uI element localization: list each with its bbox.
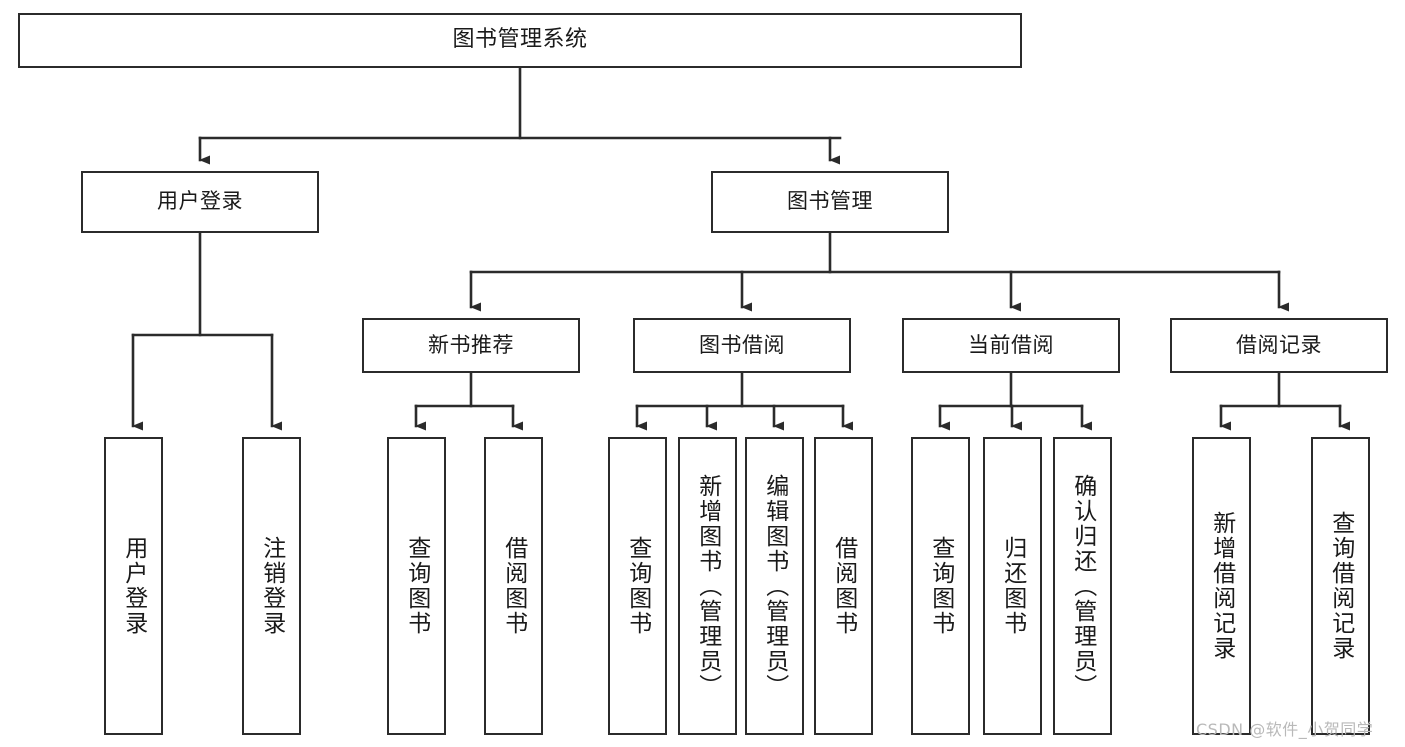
node-leaf-add-record[interactable]: 新增借阅记录: [1192, 437, 1251, 735]
node-leaf-edit-book[interactable]: 编辑图书（管理员）: [745, 437, 804, 735]
node-leaf-confirm-return-label: 确认归还（管理员）: [1069, 473, 1096, 699]
node-borrow-record[interactable]: 借阅记录: [1170, 318, 1388, 373]
node-leaf-borrow-book-1-label: 借阅图书: [500, 536, 527, 636]
node-current-borrow-label: 当前借阅: [968, 332, 1054, 357]
node-leaf-logout[interactable]: 注销登录: [242, 437, 301, 735]
node-leaf-borrow-book-1[interactable]: 借阅图书: [484, 437, 543, 735]
node-leaf-logout-label: 注销登录: [258, 536, 285, 636]
node-leaf-return-book-label: 归还图书: [999, 536, 1026, 636]
node-leaf-query-book-1-label: 查询图书: [403, 536, 430, 636]
node-leaf-query-book-3[interactable]: 查询图书: [911, 437, 970, 735]
node-book-manage[interactable]: 图书管理: [711, 171, 949, 233]
node-user-login[interactable]: 用户登录: [81, 171, 319, 233]
node-user-login-label: 用户登录: [157, 189, 243, 214]
node-book-borrow[interactable]: 图书借阅: [633, 318, 851, 373]
node-book-borrow-label: 图书借阅: [699, 332, 785, 357]
node-leaf-add-book-label: 新增图书（管理员）: [694, 473, 721, 699]
node-leaf-add-record-label: 新增借阅记录: [1208, 511, 1235, 661]
node-leaf-borrow-book-2-label: 借阅图书: [830, 536, 857, 636]
node-leaf-edit-book-label: 编辑图书（管理员）: [761, 473, 788, 699]
node-leaf-query-record[interactable]: 查询借阅记录: [1311, 437, 1370, 735]
node-root[interactable]: 图书管理系统: [18, 13, 1022, 68]
node-leaf-query-book-3-label: 查询图书: [927, 536, 954, 636]
node-leaf-query-record-label: 查询借阅记录: [1327, 511, 1354, 661]
node-leaf-add-book[interactable]: 新增图书（管理员）: [678, 437, 737, 735]
node-new-book-rec-label: 新书推荐: [428, 332, 514, 357]
node-leaf-borrow-book-2[interactable]: 借阅图书: [814, 437, 873, 735]
watermark-text: CSDN @软件_小贺同学: [1196, 720, 1374, 739]
node-leaf-query-book-1[interactable]: 查询图书: [387, 437, 446, 735]
node-borrow-record-label: 借阅记录: [1236, 332, 1322, 357]
node-leaf-user-login[interactable]: 用户登录: [104, 437, 163, 735]
node-current-borrow[interactable]: 当前借阅: [902, 318, 1120, 373]
node-new-book-rec[interactable]: 新书推荐: [362, 318, 580, 373]
node-leaf-return-book[interactable]: 归还图书: [983, 437, 1042, 735]
node-leaf-query-book-2[interactable]: 查询图书: [608, 437, 667, 735]
node-leaf-confirm-return[interactable]: 确认归还（管理员）: [1053, 437, 1112, 735]
node-book-manage-label: 图书管理: [787, 189, 873, 214]
node-root-label: 图书管理系统: [452, 27, 588, 53]
node-leaf-query-book-2-label: 查询图书: [624, 536, 651, 636]
node-leaf-user-login-label: 用户登录: [120, 536, 147, 636]
